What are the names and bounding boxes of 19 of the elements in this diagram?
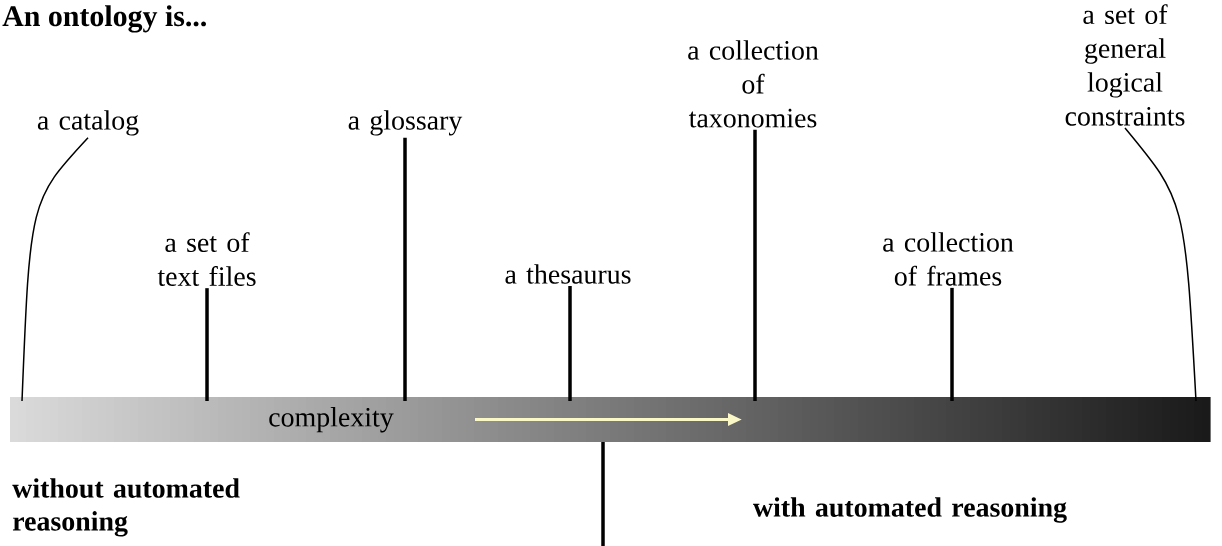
node-label: complexity	[269, 407, 394, 433]
leader-line	[568, 286, 572, 401]
term-label: a collection of frames	[883, 232, 1014, 286]
leader-line	[1124, 127, 1197, 402]
term-label: a set of text files	[157, 232, 256, 286]
region-label: without automated reasoning	[12, 478, 240, 537]
region-label: with automated reasoning	[753, 497, 1067, 523]
title: An ontology is...	[2, 5, 206, 33]
leader-line	[950, 287, 954, 401]
term-label: a thesaurus	[505, 264, 631, 284]
gradient-bar: complexity	[10, 397, 1211, 442]
term-label: a catalog	[37, 110, 139, 136]
term-label: a set of general logical constraints	[1065, 4, 1185, 126]
term-label: a collection of taxonomies	[688, 40, 819, 128]
term-label: a glossary	[348, 110, 463, 136]
leader-line	[753, 129, 757, 401]
leader-line	[403, 137, 407, 401]
leader-line	[21, 137, 89, 402]
leader-line	[205, 288, 209, 401]
